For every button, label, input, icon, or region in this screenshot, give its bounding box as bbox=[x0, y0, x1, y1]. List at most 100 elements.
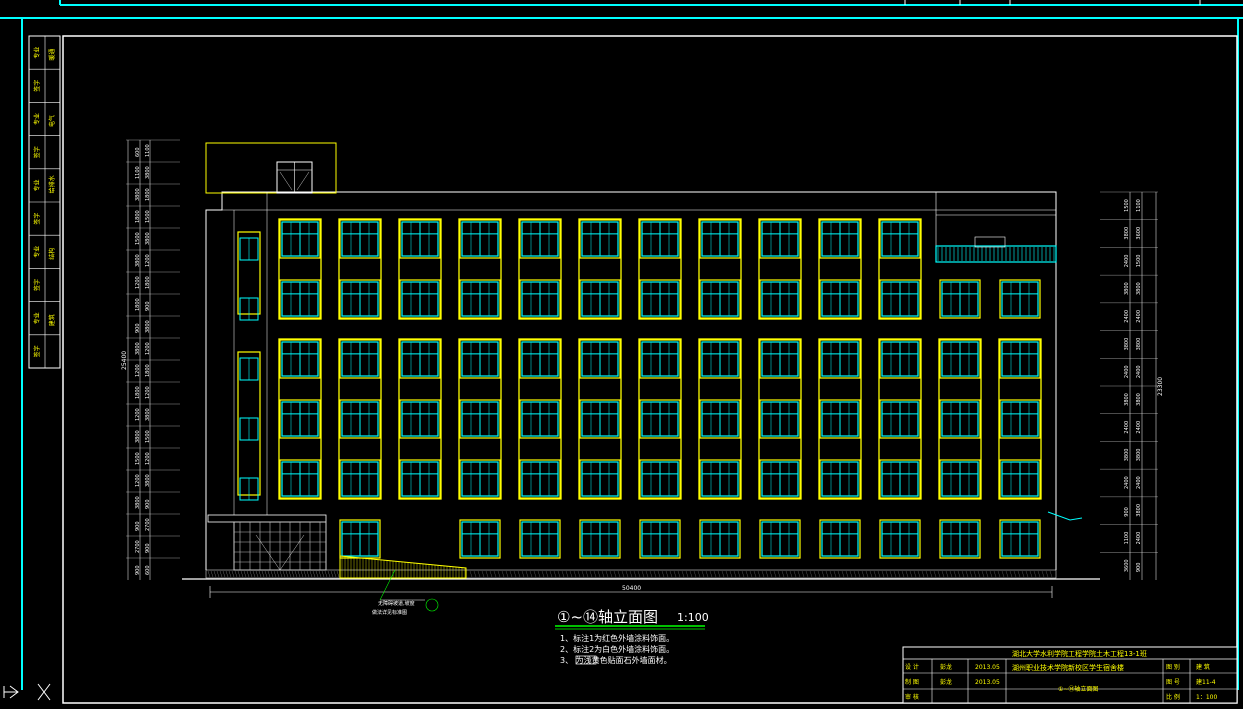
plinth-hatch bbox=[577, 570, 581, 578]
left-dim-text: 1500 bbox=[145, 210, 151, 223]
plinth-hatch bbox=[225, 570, 229, 578]
plinth-hatch bbox=[505, 570, 509, 578]
side-signature-table: 专业暖通签字专业电气签字专业给排水签字专业结构签字专业建筑签字 bbox=[28, 35, 61, 369]
roof-sign bbox=[974, 236, 1006, 248]
plinth-hatch bbox=[637, 570, 641, 578]
plinth-hatch bbox=[753, 570, 757, 578]
plinth-hatch bbox=[330, 570, 334, 578]
side-table-label: 签字 bbox=[33, 279, 41, 291]
window-frame bbox=[639, 399, 681, 439]
window-frame bbox=[639, 339, 681, 379]
bay-upper-surround bbox=[518, 218, 562, 320]
right-dim-text: 900 bbox=[1124, 507, 1130, 517]
left-dim-text: 1500 bbox=[135, 452, 141, 465]
plinth-hatch bbox=[709, 570, 713, 578]
window-frame bbox=[999, 339, 1041, 379]
plinth-hatch bbox=[477, 570, 481, 578]
plinth-hatch bbox=[729, 570, 733, 578]
window-frame bbox=[519, 219, 561, 259]
plinth-hatch bbox=[549, 570, 553, 578]
right-dim-text: 3800 bbox=[1124, 282, 1130, 295]
plinth-hatch bbox=[553, 570, 557, 578]
left-dim-text: 3800 bbox=[135, 254, 141, 267]
plinth-hatch bbox=[489, 570, 493, 578]
plinth-hatch bbox=[749, 570, 753, 578]
ucs-arrow-icon bbox=[3, 685, 19, 699]
right-dim-text: 2400 bbox=[1124, 476, 1130, 489]
accessible-ramp bbox=[339, 555, 467, 579]
window-frame bbox=[879, 339, 921, 379]
tb-right-value-2: 建11-4 bbox=[1196, 678, 1216, 686]
window-frame bbox=[759, 279, 801, 319]
roof-canopy bbox=[935, 245, 1057, 263]
window-frame bbox=[339, 219, 381, 259]
plinth-hatch bbox=[865, 570, 869, 578]
plinth-hatch bbox=[613, 570, 617, 578]
bay-middle-surround bbox=[398, 338, 442, 500]
note-3: 3、 为浅黄色贴面石外墙面材。 bbox=[560, 655, 672, 665]
plinth-hatch bbox=[541, 570, 545, 578]
plinth-hatch bbox=[909, 570, 913, 578]
plinth-hatch bbox=[841, 570, 845, 578]
plinth-hatch bbox=[291, 570, 295, 578]
plinth-hatch bbox=[673, 570, 677, 578]
left-dim-text: 900 bbox=[135, 521, 141, 531]
plinth-hatch bbox=[336, 570, 340, 578]
left-dim-text: 900 bbox=[145, 499, 151, 509]
plinth-hatch bbox=[901, 570, 905, 578]
window-frame bbox=[579, 519, 621, 559]
tb-sheet-name: ①~⑭轴立面图 bbox=[1058, 685, 1098, 693]
side-table-label: 签字 bbox=[33, 80, 41, 92]
plinth-hatch bbox=[869, 570, 873, 578]
plinth-hatch bbox=[849, 570, 853, 578]
left-dim-text: 3800 bbox=[145, 474, 151, 487]
plinth-hatch bbox=[303, 570, 307, 578]
plinth-hatch bbox=[306, 570, 310, 578]
bay-middle-surround bbox=[938, 338, 982, 500]
plinth-hatch bbox=[701, 570, 705, 578]
tb-date-1: 2013.05 bbox=[975, 664, 1000, 671]
bay-middle-surround bbox=[878, 338, 922, 500]
side-table-value: 结构 bbox=[48, 248, 56, 260]
window-frame bbox=[519, 459, 561, 499]
plinth-hatch bbox=[697, 570, 701, 578]
plinth-hatch bbox=[1033, 570, 1037, 578]
window-frame bbox=[699, 459, 741, 499]
window-frame bbox=[939, 279, 981, 319]
plinth-hatch bbox=[669, 570, 673, 578]
plinth-hatch bbox=[713, 570, 717, 578]
plinth-hatch bbox=[905, 570, 909, 578]
left-dim-text: 1800 bbox=[145, 188, 151, 201]
right-dim-text: 2400 bbox=[1136, 421, 1142, 434]
side-table-label: 专业 bbox=[33, 312, 41, 324]
window-frame bbox=[819, 399, 861, 439]
plinth-hatch bbox=[821, 570, 825, 578]
plinth-hatch bbox=[273, 570, 277, 578]
window-frame bbox=[879, 459, 921, 499]
plinth-hatch bbox=[237, 570, 241, 578]
plinth-hatch bbox=[1025, 570, 1029, 578]
building-outline bbox=[205, 191, 1057, 570]
plinth-hatch bbox=[473, 570, 477, 578]
plinth-hatch bbox=[327, 570, 331, 578]
plinth-hatch bbox=[561, 570, 565, 578]
plinth-hatch bbox=[1045, 570, 1049, 578]
bay-middle-surround bbox=[758, 338, 802, 500]
plinth-hatch bbox=[781, 570, 785, 578]
plinth-hatch bbox=[957, 570, 961, 578]
plinth-hatch bbox=[937, 570, 941, 578]
tb-name-2: 彭龙 bbox=[940, 678, 952, 686]
plinth-hatch bbox=[829, 570, 833, 578]
plinth-hatch bbox=[965, 570, 969, 578]
plinth-hatch bbox=[216, 570, 220, 578]
window-frame bbox=[879, 399, 921, 439]
side-table-label: 专业 bbox=[33, 47, 41, 59]
plinth-hatch bbox=[521, 570, 525, 578]
right-dim-text: 3800 bbox=[1124, 393, 1130, 406]
plinth-hatch bbox=[1017, 570, 1021, 578]
side-table-label: 专业 bbox=[33, 113, 41, 125]
plinth-hatch bbox=[309, 570, 313, 578]
door-swing bbox=[255, 534, 281, 571]
window-frame bbox=[459, 339, 501, 379]
top-fragment bbox=[904, 0, 1201, 5]
